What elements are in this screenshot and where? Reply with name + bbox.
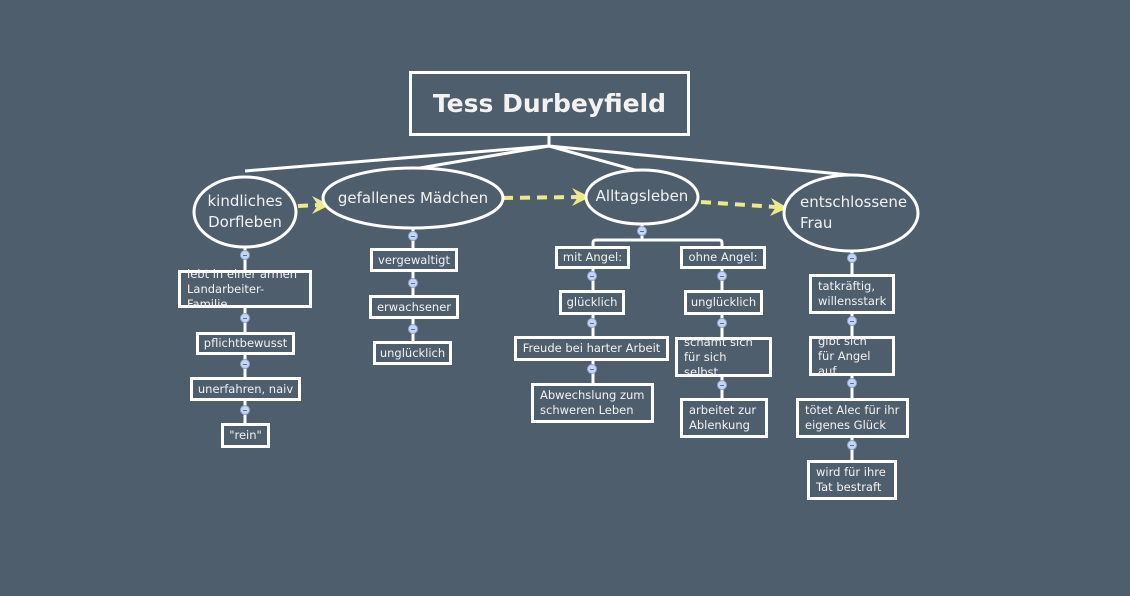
item-box[interactable]: arbeitet zur Ablenkung: [680, 398, 768, 438]
collapse-minus-icon[interactable]: [240, 359, 250, 369]
item-box[interactable]: gibt sich für Angel auf: [809, 334, 895, 378]
collapse-minus-icon[interactable]: [847, 316, 857, 326]
collapse-minus-icon[interactable]: [587, 364, 597, 374]
node-entschlossene-frau-shape: [782, 173, 920, 253]
collapse-minus-icon[interactable]: [637, 226, 647, 236]
item-box[interactable]: erwachsener: [369, 295, 459, 319]
item-box[interactable]: Abwechslung zum schweren Leben: [531, 383, 654, 423]
collapse-minus-icon[interactable]: [847, 253, 857, 263]
item-box[interactable]: tatkräftig, willensstark: [809, 274, 895, 314]
collapse-minus-icon[interactable]: [847, 378, 857, 388]
node-kindliches-dorfleben[interactable]: kindliches Dorfleben: [207, 192, 283, 231]
branch-ohne-angel[interactable]: ohne Angel:: [680, 246, 766, 269]
dashed-arrow-icon: [572, 188, 590, 206]
collapse-minus-icon[interactable]: [587, 271, 597, 281]
collapse-minus-icon[interactable]: [717, 380, 727, 390]
node-gefallenes-maedchen[interactable]: gefallenes Mädchen: [337, 188, 489, 207]
collapse-minus-icon[interactable]: [847, 440, 857, 450]
item-box[interactable]: wird für ihre Tat bestraft: [807, 460, 897, 500]
dashed-arrow-icon: [770, 198, 788, 216]
node-entschlossene-frau[interactable]: entschlossene Frau: [800, 193, 908, 232]
node-kindliches-dorfleben-shape: [192, 175, 298, 249]
collapse-minus-icon[interactable]: [408, 324, 418, 334]
item-box[interactable]: unglücklich: [684, 290, 763, 315]
node-gefallenes-maedchen-shape: [321, 166, 505, 230]
item-box[interactable]: Freude bei harter Arbeit: [514, 336, 669, 361]
item-box[interactable]: unglücklich: [373, 341, 452, 365]
item-box[interactable]: lebt in einer armen Landarbeiter-Familie: [178, 267, 312, 311]
collapse-minus-icon[interactable]: [717, 318, 727, 328]
root-node-title[interactable]: Tess Durbeyfield: [409, 71, 690, 136]
collapse-minus-icon[interactable]: [408, 231, 418, 241]
item-box[interactable]: unerfahren, naiv: [190, 377, 301, 401]
item-box[interactable]: vergewaltigt: [370, 248, 458, 272]
collapse-minus-icon[interactable]: [408, 278, 418, 288]
collapse-minus-icon[interactable]: [587, 318, 597, 328]
collapse-minus-icon[interactable]: [717, 271, 727, 281]
item-box[interactable]: glücklich: [559, 290, 625, 315]
item-box[interactable]: schämt sich für sich selbst: [675, 335, 772, 379]
item-box[interactable]: pflichtbewusst: [196, 332, 295, 355]
dashed-arrow-icon: [312, 196, 330, 214]
node-alltagsleben-shape: [584, 168, 700, 226]
item-box[interactable]: tötet Alec für ihr eigenes Glück: [796, 398, 909, 438]
node-alltagsleben[interactable]: Alltagsleben: [595, 186, 689, 205]
branch-mit-angel[interactable]: mit Angel:: [555, 246, 630, 269]
collapse-minus-icon[interactable]: [240, 250, 250, 260]
collapse-minus-icon[interactable]: [240, 313, 250, 323]
item-box[interactable]: "rein": [221, 423, 270, 448]
collapse-minus-icon[interactable]: [240, 405, 250, 415]
